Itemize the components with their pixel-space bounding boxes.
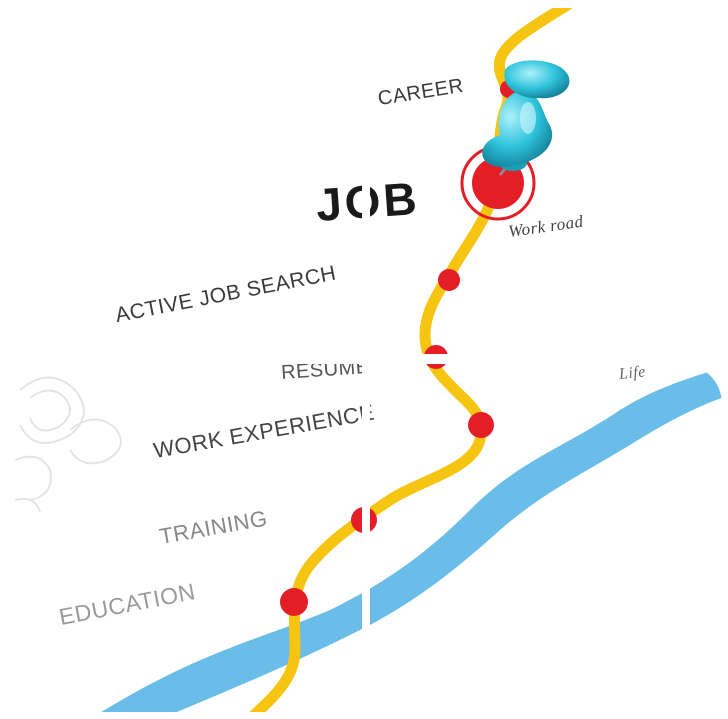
stop-work-experience bbox=[468, 412, 494, 438]
push-pin-icon bbox=[482, 60, 570, 176]
stop-active-job-search bbox=[438, 269, 460, 291]
label-life: Life bbox=[618, 363, 647, 384]
terrain-contours bbox=[14, 376, 122, 513]
river-path bbox=[90, 365, 722, 712]
tile-gap-horizontal bbox=[0, 354, 728, 364]
stop-education bbox=[280, 588, 308, 616]
